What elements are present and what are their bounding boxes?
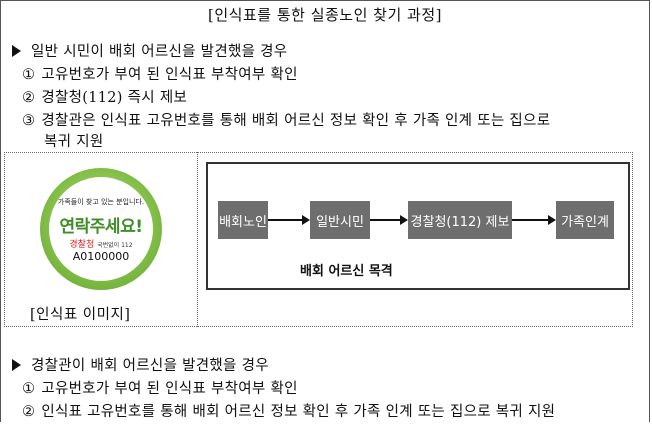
- section1-item-3-continued: 복귀 지원: [44, 134, 104, 150]
- flow-arrow: [268, 215, 310, 225]
- item-text: 경찰청(112) 즉시 제보: [41, 90, 188, 106]
- item-number: ①: [22, 67, 36, 83]
- badge-id-number: A0100000: [72, 250, 130, 263]
- flow-diagram: 배회노인 일반시민 경찰청(112) 제보 가족인계 배회 어르신 목격: [206, 162, 630, 290]
- section2-item-1: ① 고유번호가 부여 된 인식표 부착여부 확인: [22, 377, 298, 398]
- badge-face: 가족들이 찾고 있는 분입니다. 연락주세요! 경찰청 국번없이 112 A01…: [49, 177, 153, 281]
- page-title: [인식표를 통한 실종노인 찾기 과정]: [208, 6, 442, 24]
- badge-police-text: 경찰청: [69, 240, 95, 250]
- badge-phone-text: 국번없이 112: [97, 242, 133, 249]
- badge-line1: 가족들이 찾고 있는 분입니다.: [57, 198, 145, 206]
- badge-caption: [인식표 이미지]: [30, 307, 131, 323]
- flow-node-wandering-elder: 배회노인: [218, 201, 268, 239]
- item-number: ③: [22, 113, 36, 129]
- flow-sublabel: 배회 어르신 목격: [300, 264, 393, 279]
- flow-arrow: [370, 215, 408, 225]
- item-text: 고유번호가 부여 된 인식표 부착여부 확인: [41, 67, 298, 83]
- section2-heading-row: 경찰관이 배회 어르신을 발견했을 경우: [12, 354, 269, 375]
- item-number: ②: [22, 404, 36, 420]
- item-number: ②: [22, 90, 36, 106]
- flow-arrow: [512, 215, 556, 225]
- section1-item-3: ③ 경찰관은 인식표 고유번호를 통해 배회 어르신 정보 확인 후 가족 인계 …: [22, 109, 550, 130]
- triangle-bullet-icon: [12, 359, 21, 371]
- flow-node-family-handover: 가족인계: [556, 201, 614, 239]
- flow-node-citizen: 일반시민: [310, 201, 370, 239]
- illustration-box: [4, 152, 633, 327]
- item-text: 경찰관은 인식표 고유번호를 통해 배회 어르신 정보 확인 후 가족 인계 또…: [41, 113, 551, 129]
- section1-heading: 일반 시민이 배회 어르신을 발견했을 경우: [31, 44, 288, 60]
- section1-item-1: ① 고유번호가 부여 된 인식표 부착여부 확인: [22, 63, 298, 84]
- id-tag-badge-image: 가족들이 찾고 있는 분입니다. 연락주세요! 경찰청 국번없이 112 A01…: [40, 168, 162, 290]
- box-divider: [197, 152, 198, 327]
- triangle-bullet-icon: [12, 45, 21, 57]
- item-text: 고유번호가 부여 된 인식표 부착여부 확인: [41, 381, 298, 397]
- section2-item-2: ② 인식표 고유번호를 통해 배회 어르신 정보 확인 후 가족 인계 또는 집으…: [22, 400, 555, 421]
- badge-line2: 연락주세요!: [59, 217, 143, 237]
- flow-node-police-report: 경찰청(112) 제보: [408, 201, 512, 239]
- section2-heading: 경찰관이 배회 어르신을 발견했을 경우: [31, 358, 269, 374]
- section1-heading-row: 일반 시민이 배회 어르신을 발견했을 경우: [12, 40, 287, 61]
- badge-line3: 경찰청 국번없이 112: [49, 237, 153, 250]
- section1-item-2: ② 경찰청(112) 즉시 제보: [22, 86, 187, 107]
- item-number: ①: [22, 381, 36, 397]
- item-text: 인식표 고유번호를 통해 배회 어르신 정보 확인 후 가족 인계 또는 집으로…: [41, 404, 556, 420]
